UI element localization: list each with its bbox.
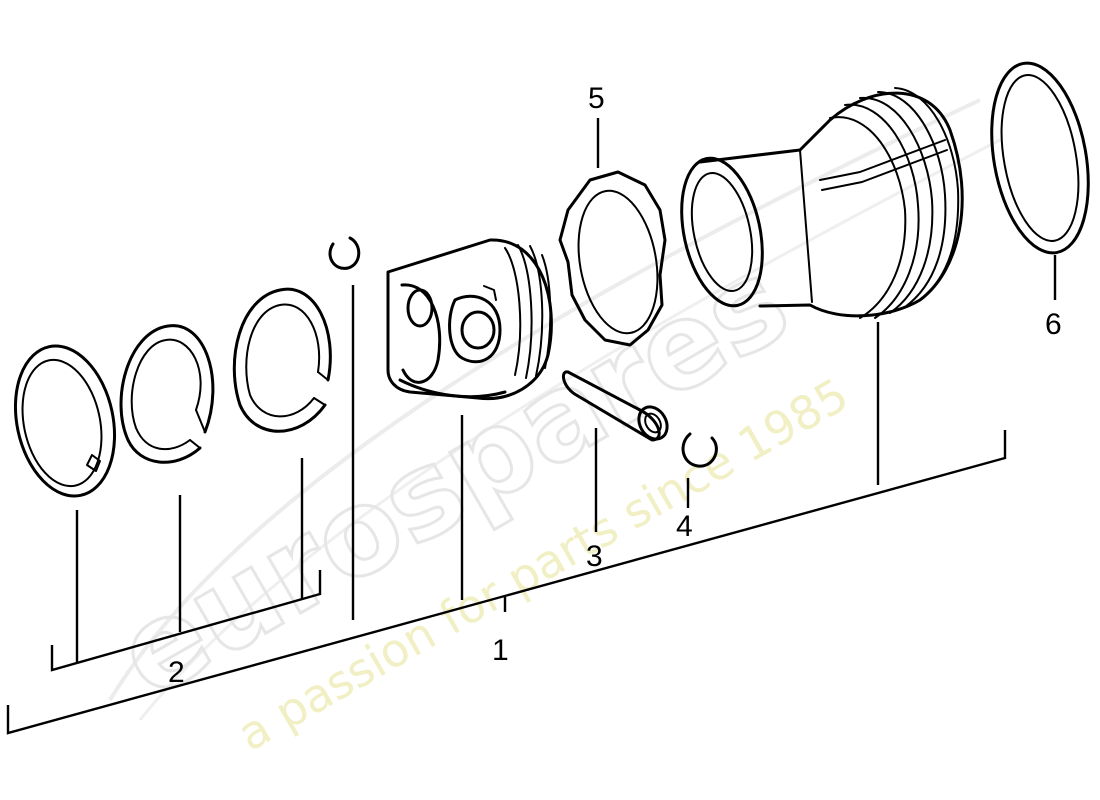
circlip-upper [328, 236, 361, 270]
cylinder-barrel [680, 87, 964, 319]
callout-6: 6 [1045, 308, 1062, 341]
callout-2: 2 [168, 656, 185, 689]
circlip-lower [681, 432, 718, 468]
piston-ring-middle [119, 324, 215, 464]
bracket-lines [6, 118, 1057, 735]
piston-ring-oil [232, 287, 332, 433]
callout-1: 1 [492, 634, 509, 667]
callout-4: 4 [676, 510, 693, 543]
cylinder-seal-ring [990, 61, 1090, 255]
cylinder-base-gasket [558, 170, 667, 347]
watermark: eurospares a passion for parts since 198… [94, 98, 1001, 762]
piston [386, 238, 553, 401]
callout-5: 5 [588, 82, 605, 115]
callout-3: 3 [586, 540, 603, 573]
piston-pin [561, 370, 669, 442]
callout-labels: 1 2 3 4 5 6 [168, 82, 1062, 689]
piston-ring-compression [13, 344, 117, 498]
